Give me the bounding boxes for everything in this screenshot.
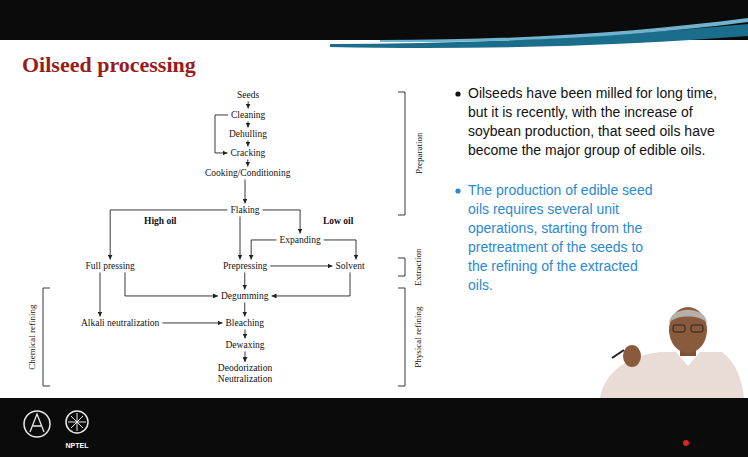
step-text: Dewaxing [226, 340, 265, 351]
process-step: Seeds [236, 90, 260, 101]
flow-arrow [247, 140, 248, 146]
flow-arrow [270, 265, 332, 266]
process-step: Expanding [279, 235, 322, 246]
process-step: Prepressing [222, 261, 268, 272]
flow-arrow [248, 101, 249, 108]
flow-arrow [245, 329, 246, 338]
slide-title: Oilseed processing [22, 52, 196, 78]
logo-caption: NPTEL [66, 442, 89, 450]
process-step: Dewaxing [225, 340, 266, 351]
step-text: Solvent [336, 261, 365, 272]
flow-arrow [251, 240, 276, 260]
flow-arrow [110, 210, 227, 260]
step-text: Seeds [237, 90, 259, 101]
flow-arrow [240, 216, 241, 259]
flow-arrow [248, 121, 249, 127]
nptel-logo [68, 413, 86, 431]
step-text: Cleaning [231, 110, 265, 121]
flow-arrow [272, 272, 351, 296]
presenter-hair [669, 310, 707, 324]
stage-label: Extraction [413, 248, 423, 286]
stage-label: Preparation [413, 132, 423, 173]
institute-logo [30, 414, 44, 432]
flow-arrow [215, 115, 228, 153]
presenter-pen [612, 350, 624, 358]
bullet-dot [455, 188, 460, 193]
step-text: Flaking [231, 205, 260, 216]
extraction-bracket [398, 258, 405, 276]
step-text: Bleaching [226, 318, 265, 329]
step-text: Alkali neutralization [81, 318, 159, 329]
step-text: Cooking/Conditioning [205, 168, 291, 179]
pointer-dot [683, 440, 689, 446]
header-swoosh-light [380, 18, 748, 42]
branch-label: Low oil [323, 216, 353, 227]
process-step: Cracking [230, 148, 267, 159]
bullet-text: The production of edible seed oils requi… [468, 181, 654, 295]
chemical-refining-bracket [43, 288, 50, 386]
stage-label: Chemical refining [27, 305, 37, 370]
flow-arrow [244, 302, 245, 316]
flow-arrow [125, 272, 218, 296]
institute-logo [24, 411, 50, 437]
presenter-shirt [600, 352, 744, 398]
flow-arrow [162, 322, 222, 323]
bullet-dot [455, 91, 460, 96]
bullet-text: Oilseeds have been milled for long time,… [468, 84, 726, 160]
process-step: Dehulling [228, 129, 268, 140]
flow-arrow [247, 159, 248, 166]
process-step: Bleaching [225, 318, 266, 329]
process-step: Deodorization Neutralization [205, 363, 285, 385]
presenter-hand [623, 345, 641, 367]
flow-arrow [324, 240, 356, 260]
branch-label: High oil [144, 216, 176, 227]
process-step: Degumming [220, 291, 270, 302]
process-step: Cooking/Conditioning [204, 168, 292, 179]
flow-arrow [100, 272, 101, 316]
process-step: Solvent [335, 261, 366, 272]
step-text: Deodorization Neutralization [206, 363, 284, 385]
stage-label: Physical refining [413, 307, 423, 368]
flow-arrow [263, 210, 301, 234]
bottom-bar [0, 398, 748, 457]
physical-refining-bracket [398, 288, 405, 386]
preparation-bracket [398, 92, 405, 215]
step-text: Expanding [280, 235, 321, 246]
step-text: Cracking [231, 148, 266, 159]
step-text: Dehulling [229, 129, 267, 140]
step-text: Degumming [221, 291, 269, 302]
step-text: Prepressing [223, 261, 267, 272]
presenter-head [669, 307, 707, 353]
flow-arrow [245, 179, 246, 203]
process-step: Alkali neutralization [80, 318, 160, 329]
step-text: Full pressing [86, 261, 135, 272]
flow-arrow [245, 351, 246, 362]
flow-arrow [244, 272, 245, 289]
process-step: Cleaning [230, 110, 266, 121]
nptel-logo [66, 411, 88, 433]
presenter-glasses [691, 325, 703, 332]
presenter-glasses [673, 325, 685, 332]
process-step: Full pressing [85, 261, 136, 272]
process-step: Flaking [230, 205, 261, 216]
